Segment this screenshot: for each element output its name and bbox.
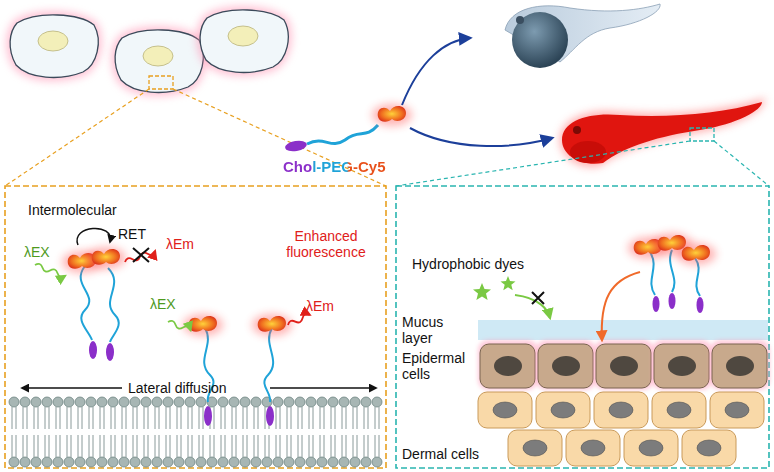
result-label: Enhanced fluorescence xyxy=(276,228,376,260)
zoom-box xyxy=(149,76,173,89)
arrow xyxy=(410,128,552,146)
molecule-name: Chol-PEG-Cy5 xyxy=(283,158,386,175)
layer-label: Mucus layer xyxy=(402,314,474,346)
excitation-arrow xyxy=(34,263,66,279)
diffusion-arrow xyxy=(270,387,376,389)
panel-frame xyxy=(5,186,386,468)
wavelength-label: λEX xyxy=(24,244,50,260)
cell xyxy=(6,11,101,81)
zebrafish-embryo xyxy=(505,4,660,68)
zoom-line xyxy=(5,89,149,186)
cell xyxy=(111,26,206,96)
blocked-arrow xyxy=(515,295,550,318)
diffusion-arrow xyxy=(22,387,122,389)
lipid-bilayer xyxy=(9,397,382,467)
cross xyxy=(133,248,149,262)
zoom-line xyxy=(396,141,690,186)
wavelength-label: λEm xyxy=(166,236,194,252)
material-label: Hydrophobic dyes xyxy=(412,256,524,272)
layer-label: Epidermal cells xyxy=(402,350,474,382)
ret-loop xyxy=(77,228,110,245)
penetration-arrow xyxy=(602,272,640,340)
mucus-layer xyxy=(478,320,768,340)
layer-label: Dermal cells xyxy=(402,446,479,462)
zoom-line xyxy=(173,89,386,186)
single-molecule xyxy=(183,314,292,426)
emission-arrow xyxy=(287,313,311,328)
process-label: Lateral diffusion xyxy=(128,380,227,396)
arrow xyxy=(402,38,470,105)
wavelength-label: λEX xyxy=(150,296,176,312)
panel-frame xyxy=(396,186,769,468)
tissue xyxy=(478,340,770,466)
wavelength-label: λEm xyxy=(306,298,334,314)
zoom-box xyxy=(690,128,714,141)
mode-label: Intermolecular xyxy=(28,202,117,218)
cross xyxy=(532,292,544,304)
molecule-group xyxy=(628,233,716,313)
cell xyxy=(196,6,291,76)
process-label: RET xyxy=(118,226,146,242)
aggregate xyxy=(62,247,126,361)
excitation-arrow xyxy=(167,320,191,333)
hydrophobic-dye xyxy=(473,276,516,300)
molecule xyxy=(284,104,412,153)
emission-arrow xyxy=(124,249,156,265)
zoom-line xyxy=(714,141,769,186)
